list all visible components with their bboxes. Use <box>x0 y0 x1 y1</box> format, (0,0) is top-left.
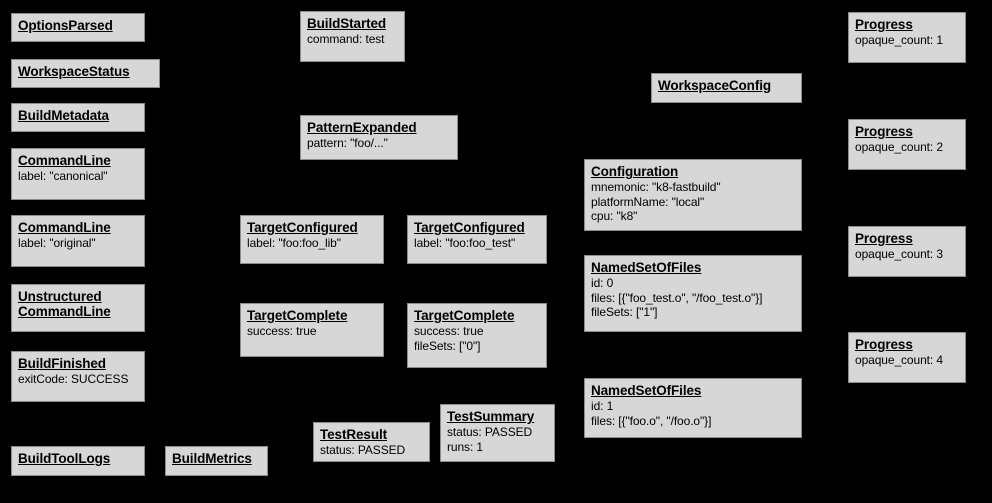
event-node-build-metrics[interactable]: BuildMetrics <box>165 446 268 476</box>
event-node-title: TestSummary <box>447 409 535 424</box>
event-node-title: NamedSetOfFiles <box>591 383 702 398</box>
event-node-property: fileSets: ["0"] <box>414 338 481 353</box>
event-node-property: success: true <box>247 324 317 338</box>
event-node-title: OptionsParsed <box>18 18 113 33</box>
event-node-property: label: "canonical" <box>18 169 108 183</box>
event-node-properties: label: "canonical" <box>18 169 139 184</box>
event-node-title: BuildMetrics <box>172 451 252 466</box>
event-node-properties: exitCode: SUCCESS <box>18 372 139 387</box>
event-node-options-parsed[interactable]: OptionsParsed <box>11 13 145 42</box>
event-node-property: files: [{"foo.o", "/foo.o"}] <box>591 413 712 428</box>
event-node-property: fileSets: ["1"] <box>591 305 658 319</box>
event-node-title: BuildFinished <box>18 356 106 371</box>
event-node-title: NamedSetOfFiles <box>591 260 702 275</box>
event-node-property: status: PASSED <box>320 443 406 457</box>
event-node-property: success: true <box>414 324 484 338</box>
event-node-title: CommandLine <box>18 153 111 168</box>
event-node-properties: label: "original" <box>18 236 139 251</box>
event-node-properties: opaque_count: 4 <box>855 353 960 368</box>
event-node-properties: opaque_count: 1 <box>855 33 960 48</box>
event-node-title: Progress <box>855 17 913 32</box>
event-node-title: Configuration <box>591 164 679 179</box>
event-node-build-metadata[interactable]: BuildMetadata <box>11 103 145 132</box>
event-node-property: mnemonic: "k8-fastbuild" <box>591 180 721 194</box>
event-node-property: id: 0 <box>591 276 614 290</box>
event-node-title: BuildToolLogs <box>18 451 111 466</box>
event-node-workspace-config[interactable]: WorkspaceConfig <box>651 73 802 103</box>
event-node-title: Progress <box>855 124 913 139</box>
event-node-title: TargetComplete <box>247 308 348 323</box>
event-node-title: BuildMetadata <box>18 108 109 123</box>
event-node-title: TargetComplete <box>414 308 515 323</box>
event-node-title: TargetConfigured <box>414 220 525 235</box>
event-node-properties: label: "foo:foo_test" <box>414 236 541 251</box>
event-node-property: label: "original" <box>18 236 96 250</box>
event-node-title: WorkspaceConfig <box>658 78 772 93</box>
event-node-title: Unstructured CommandLine <box>18 289 111 319</box>
event-node-property: label: "foo:foo_test" <box>414 236 516 250</box>
event-node-build-tool-logs[interactable]: BuildToolLogs <box>11 446 145 476</box>
event-node-property: exitCode: SUCCESS <box>18 372 129 386</box>
event-node-property: label: "foo:foo_lib" <box>247 236 341 250</box>
event-node-property: opaque_count: 3 <box>855 247 943 261</box>
event-node-property: opaque_count: 2 <box>855 140 943 154</box>
event-node-title: BuildStarted <box>307 16 387 31</box>
event-node-properties: opaque_count: 3 <box>855 247 960 262</box>
event-node-properties: label: "foo:foo_lib" <box>247 236 378 251</box>
event-node-title: CommandLine <box>18 220 111 235</box>
event-node-property: pattern: "foo/..." <box>307 136 388 150</box>
event-node-title: WorkspaceStatus <box>18 64 130 79</box>
event-node-unstructured-command-line[interactable]: Unstructured CommandLine <box>11 284 145 332</box>
event-node-title: TargetConfigured <box>247 220 358 235</box>
event-node-property: files: [{"foo_test.o", "/foo_test.o"}] <box>591 290 763 305</box>
event-node-title: Progress <box>855 231 913 246</box>
event-node-property: status: PASSED <box>447 425 533 439</box>
event-node-title: Progress <box>855 337 913 352</box>
event-node-property: platformName: "local" <box>591 194 705 209</box>
event-node-title: TestResult <box>320 427 388 442</box>
event-node-property: opaque_count: 1 <box>855 33 943 47</box>
event-node-properties: mnemonic: "k8-fastbuild"platformName: "l… <box>591 180 796 224</box>
event-node-property: cpu: "k8" <box>591 209 638 223</box>
event-node-property: command: test <box>307 32 385 46</box>
event-node-property: id: 1 <box>591 399 614 413</box>
event-node-properties: pattern: "foo/..." <box>307 136 452 151</box>
event-node-workspace-status[interactable]: WorkspaceStatus <box>11 59 160 88</box>
event-node-property: runs: 1 <box>447 439 483 454</box>
event-node-property: opaque_count: 4 <box>855 353 943 367</box>
event-node-properties: success: true <box>247 324 378 339</box>
event-node-properties: command: test <box>307 32 399 47</box>
event-node-properties: opaque_count: 2 <box>855 140 960 155</box>
event-node-properties: status: PASSED <box>320 443 424 458</box>
event-node-title: PatternExpanded <box>307 120 417 135</box>
